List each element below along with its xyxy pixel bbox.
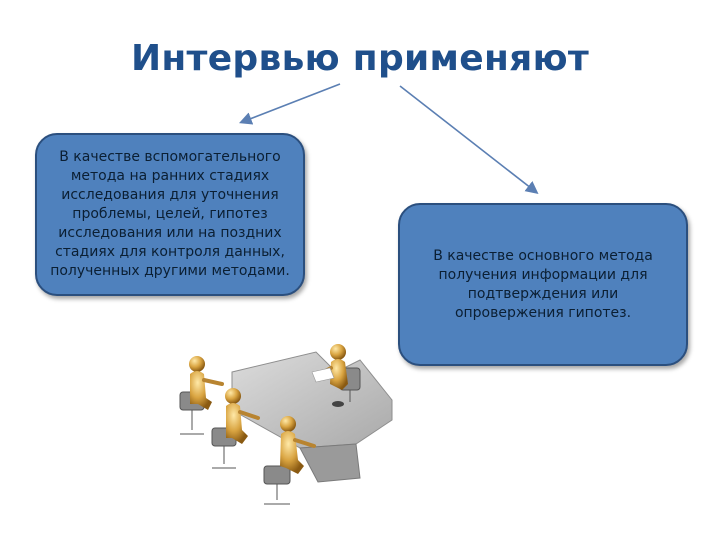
auxiliary-method-text: В качестве вспомогательного метода на ра… (50, 149, 290, 279)
main-method-text: В качестве основного метода получения ин… (433, 247, 653, 321)
main-method-box: В качестве основного метода получения ин… (398, 203, 688, 366)
figure-3 (280, 416, 316, 474)
slide-title: Интервью применяют (130, 38, 590, 79)
papers (311, 367, 335, 383)
table-leg (299, 443, 361, 483)
arrow-left (239, 83, 341, 125)
table-top (231, 351, 393, 449)
figure-1 (189, 356, 224, 410)
figure-2 (225, 388, 260, 444)
chair-3 (263, 465, 291, 505)
auxiliary-method-box: В качестве вспомогательного метода на ра… (35, 133, 305, 296)
arrow-right (399, 85, 539, 194)
